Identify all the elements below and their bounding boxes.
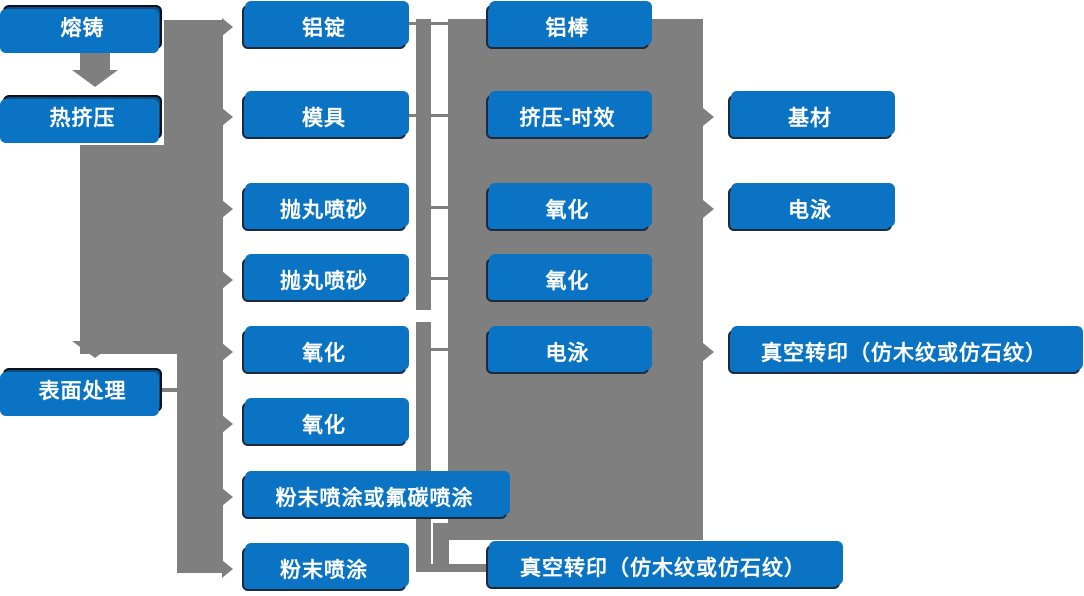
connector-top-bus [164, 20, 223, 147]
flow-node: 铝棒 [486, 5, 649, 49]
connector-tick-row5 [431, 348, 450, 351]
arrow-down-to-hot-extrusion-icon [72, 70, 118, 87]
flow-node: 电泳 [486, 330, 649, 374]
connector-tick-row1 [406, 22, 448, 25]
flow-node: 模具 [242, 95, 406, 139]
connector-mid-rail-lower [416, 322, 431, 572]
flow-node: 抛丸喷砂 [242, 187, 406, 231]
flow-node: 电泳 [728, 187, 892, 231]
flow-node: 热挤压 [3, 95, 162, 139]
flow-node: 粉末喷涂或氟碳喷涂 [242, 475, 507, 519]
connector-main-left-bus [80, 145, 223, 354]
flow-node: 熔铸 [3, 5, 162, 49]
connector-elbow-drop [433, 523, 449, 568]
arrow-to-shot-blasting-1-icon [222, 200, 233, 218]
flow-node: 表面处理 [3, 368, 162, 412]
flow-node: 铝锭 [242, 5, 406, 49]
flow-node: 氧化 [486, 187, 649, 231]
flow-node: 粉末喷涂 [242, 547, 406, 591]
flow-node: 抛丸喷砂 [242, 258, 406, 302]
flow-node: 氧化 [242, 402, 406, 446]
connector-surface-treatment-link [160, 388, 178, 392]
arrow-to-oxidation-2-icon [222, 415, 233, 433]
arrow-to-aluminum-ingot-icon [222, 18, 233, 36]
connector-bottom-link [431, 564, 488, 572]
arrow-to-shot-blasting-2-icon [222, 271, 233, 289]
flow-node: 氧化 [242, 330, 406, 374]
arrow-down-to-surface-treatment-icon [72, 341, 118, 358]
connector-tick-row2 [406, 114, 448, 117]
connector-tick-row3 [431, 206, 448, 209]
connector-mid-rail-upper [416, 19, 431, 310]
flow-node: 氧化 [486, 258, 649, 302]
arrow-to-vacuum-transfer-icon [703, 343, 714, 361]
arrow-to-base-material-icon [703, 108, 714, 126]
arrow-to-mold-icon [222, 108, 233, 126]
arrow-to-powder-coating-icon [222, 560, 233, 578]
flow-node: 真空转印（仿木纹或仿石纹） [728, 330, 1080, 374]
connector-surface-bus [177, 353, 223, 573]
flow-node: 真空转印（仿木纹或仿石纹） [486, 545, 840, 589]
flow-node: 挤压-时效 [486, 95, 649, 139]
flow-node: 基材 [728, 95, 892, 139]
connector-tick-row4 [431, 277, 448, 280]
arrow-to-electrophoresis-icon [703, 200, 714, 218]
arrow-to-oxidation-1-icon [222, 343, 233, 361]
arrow-to-powder-fluorocarbon-icon [222, 488, 233, 506]
